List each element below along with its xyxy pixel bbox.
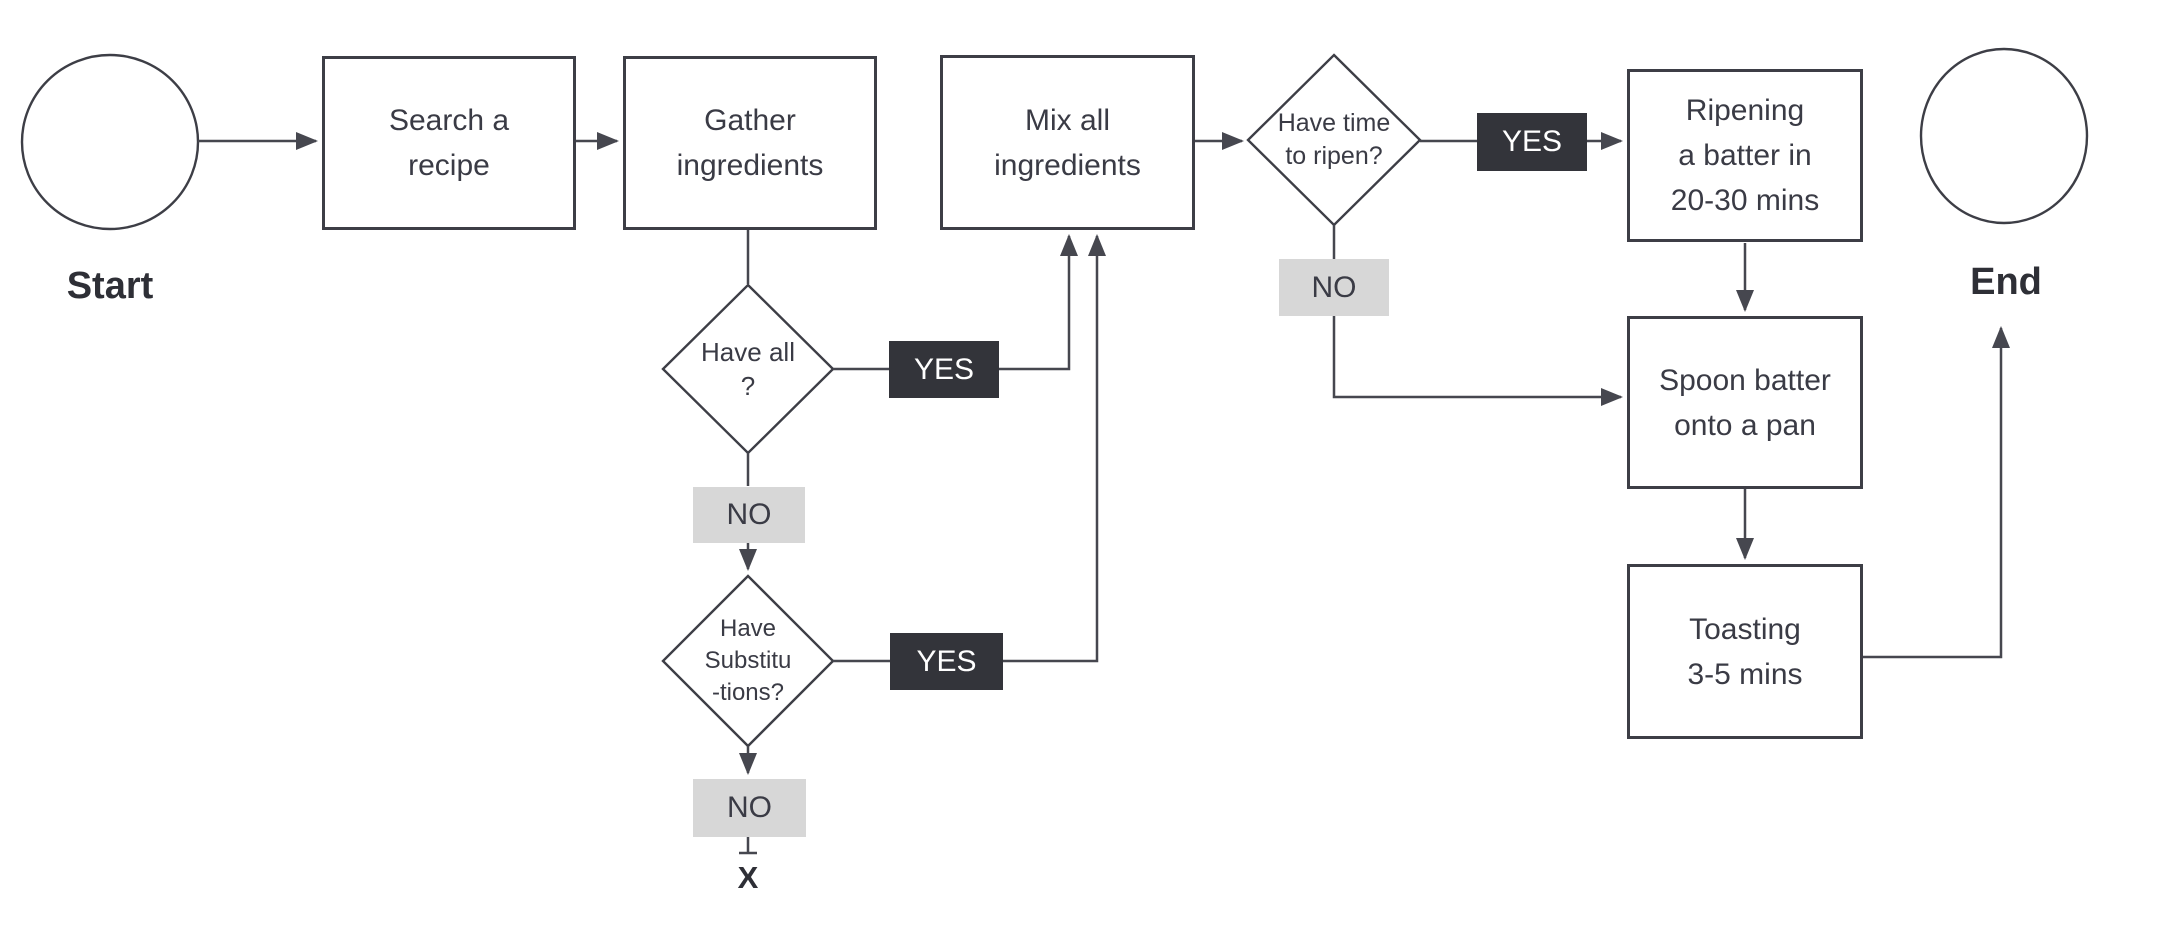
edge-have-subs-yes-to-mix [1003, 234, 1106, 663]
have-time-label: Have time to ripen? [1277, 109, 1391, 170]
ripening-box: Ripening a batter in 20-30 mins [1627, 69, 1863, 242]
edge-have-all-yes-to-mix [999, 234, 1078, 371]
spoon-batter-box: Spoon batter onto a pan [1627, 316, 1863, 489]
end-circle [1919, 47, 2089, 225]
mix-ingredients-box: Mix all ingredients [940, 55, 1195, 230]
have-time-yes-badge: YES [1477, 113, 1587, 171]
have-all-label: Have all ? [701, 336, 795, 401]
edge-have-time-no-to-spoon [1332, 316, 1623, 406]
have-all-yes-badge: YES [889, 341, 999, 398]
have-substitutions-no-badge: NO [693, 779, 806, 837]
have-substitutions-yes-badge: YES [890, 633, 1003, 690]
have-substitutions-label: Have Substitu -tions? [704, 615, 792, 706]
start-label: Start [66, 264, 154, 307]
abort-terminator-icon [739, 837, 757, 855]
have-time-no-badge: NO [1279, 259, 1389, 316]
edge-toasting-to-end [1863, 326, 2010, 659]
toasting-box: Toasting 3-5 mins [1627, 564, 1863, 739]
abort-x-label: X [737, 860, 759, 895]
start-circle [20, 53, 200, 231]
search-recipe-box: Search a recipe [322, 56, 576, 230]
have-all-no-badge: NO [693, 487, 805, 543]
gather-ingredients-box: Gather ingredients [623, 56, 877, 230]
end-label: End [1970, 260, 2042, 303]
